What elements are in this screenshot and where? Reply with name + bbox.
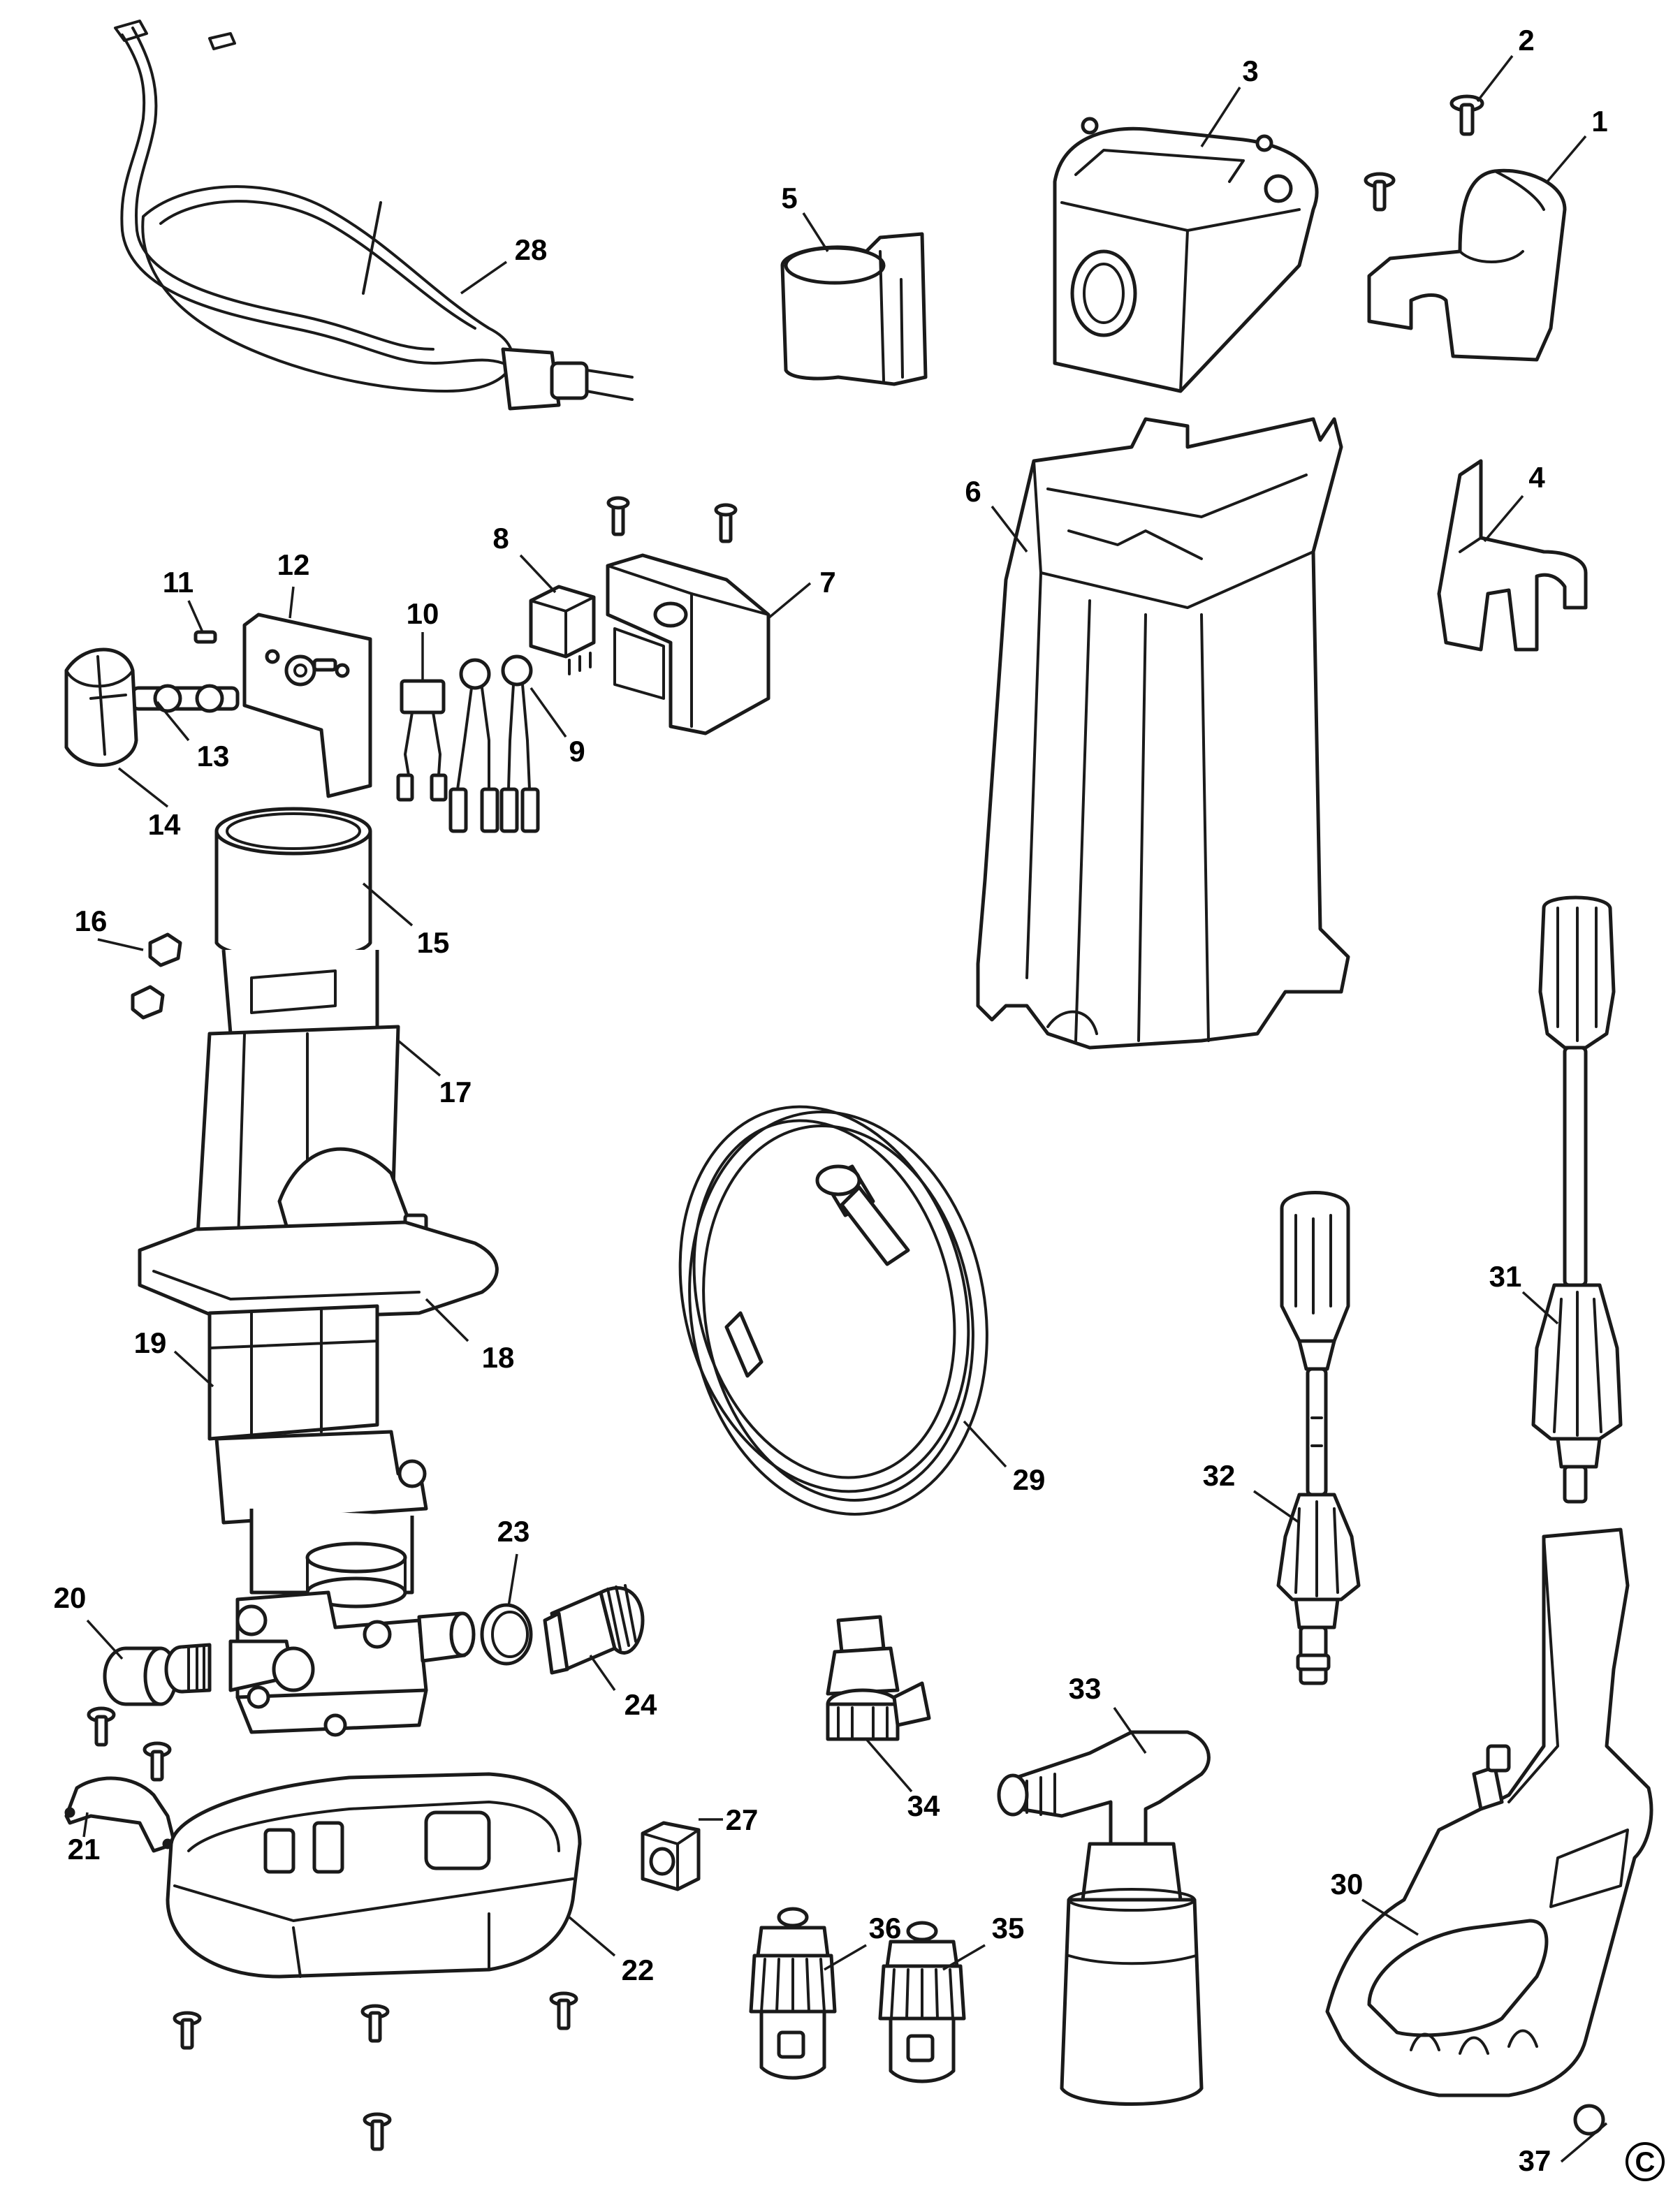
part-33-detergent-bottle xyxy=(997,1730,1211,2106)
part-21-bracket xyxy=(64,1776,177,1853)
part-14-knob xyxy=(64,647,138,767)
callout-labels: 1 2 3 4 5 6 7 8 9 10 11 12 13 14 15 16 1… xyxy=(54,24,1608,2177)
part-16-nut xyxy=(131,932,182,1020)
part-28-power-cord xyxy=(114,20,634,411)
callout-19: 19 xyxy=(134,1326,167,1359)
callout-23: 23 xyxy=(497,1515,530,1548)
part-34-tap-connector xyxy=(826,1615,931,1741)
callout-2: 2 xyxy=(1518,24,1534,57)
callout-10: 10 xyxy=(407,597,439,630)
part-5-clip xyxy=(780,232,928,386)
callout-8: 8 xyxy=(492,522,509,555)
part-7-switch-box xyxy=(606,553,770,735)
callout-34: 34 xyxy=(907,1789,940,1822)
callout-32: 32 xyxy=(1203,1459,1236,1492)
part-30-trigger-gun xyxy=(1325,1527,1653,2097)
copyright-mark: C xyxy=(1626,2142,1665,2181)
part-36-quick-coupler xyxy=(749,1907,837,2080)
part-18-base-plate xyxy=(138,1220,499,1322)
part-23-o-ring xyxy=(480,1603,533,1666)
callout-1: 1 xyxy=(1591,105,1607,138)
part-2-screw-b xyxy=(1364,172,1396,212)
part-20-inlet-cap xyxy=(103,1646,178,1706)
callout-17: 17 xyxy=(439,1076,472,1108)
part-32-lance xyxy=(1276,1191,1361,1685)
callout-35: 35 xyxy=(992,1912,1025,1944)
callout-18: 18 xyxy=(482,1341,515,1374)
callout-11: 11 xyxy=(163,566,193,599)
callout-12: 12 xyxy=(277,548,310,581)
part-1-hose-holder xyxy=(1367,168,1567,362)
callout-16: 16 xyxy=(75,904,108,937)
part-10-capacitor xyxy=(396,679,448,802)
callout-14: 14 xyxy=(148,808,181,841)
part-2-screw xyxy=(1449,94,1484,136)
callout-9: 9 xyxy=(569,735,585,768)
callout-30: 30 xyxy=(1331,1868,1364,1900)
part-24-outlet-coupler xyxy=(543,1584,645,1675)
callout-7: 7 xyxy=(819,566,835,599)
leader-lines xyxy=(82,54,1608,2163)
part-8-switch xyxy=(529,585,596,675)
part-35-quick-coupler xyxy=(878,1921,966,2083)
callout-15: 15 xyxy=(417,926,450,959)
callout-4: 4 xyxy=(1528,461,1545,494)
part-22-base xyxy=(166,1772,582,1979)
part-37-ball xyxy=(1573,2104,1605,2136)
part-15-motor xyxy=(214,807,379,1046)
callout-33: 33 xyxy=(1069,1672,1102,1705)
callout-36: 36 xyxy=(869,1912,902,1944)
part-20-inlet-fitting xyxy=(164,1639,315,1694)
callout-27: 27 xyxy=(726,1803,759,1836)
part-3-handle-top xyxy=(1053,117,1319,393)
part-21-screws xyxy=(87,1706,172,1782)
callout-21: 21 xyxy=(68,1833,101,1866)
part-outlet-connector xyxy=(417,1611,476,1663)
part-29-hose xyxy=(678,1105,988,1516)
callout-22: 22 xyxy=(622,1954,655,1986)
callout-3: 3 xyxy=(1242,54,1258,87)
part-4-cord-hook xyxy=(1437,459,1588,652)
part-11-screw xyxy=(193,630,337,672)
callout-20: 20 xyxy=(54,1581,87,1614)
part-13-shaft xyxy=(131,684,240,713)
part-6-main-housing xyxy=(976,417,1350,1050)
part-7-screw xyxy=(606,496,738,543)
callout-5: 5 xyxy=(781,182,797,214)
part-12-mounting-plate xyxy=(242,613,372,798)
callout-31: 31 xyxy=(1489,1260,1522,1293)
callout-29: 29 xyxy=(1013,1463,1046,1496)
callout-28: 28 xyxy=(515,233,548,266)
copyright-letter: C xyxy=(1635,2147,1656,2178)
part-22-screws xyxy=(173,1991,578,2151)
callout-24: 24 xyxy=(624,1688,657,1721)
callout-13: 13 xyxy=(197,740,230,772)
part-31-extension-lance xyxy=(1531,895,1623,1504)
part-9-wire-harness xyxy=(448,654,540,833)
callout-37: 37 xyxy=(1519,2144,1551,2177)
part-27-nut xyxy=(641,1821,701,1891)
callout-6: 6 xyxy=(965,475,981,508)
